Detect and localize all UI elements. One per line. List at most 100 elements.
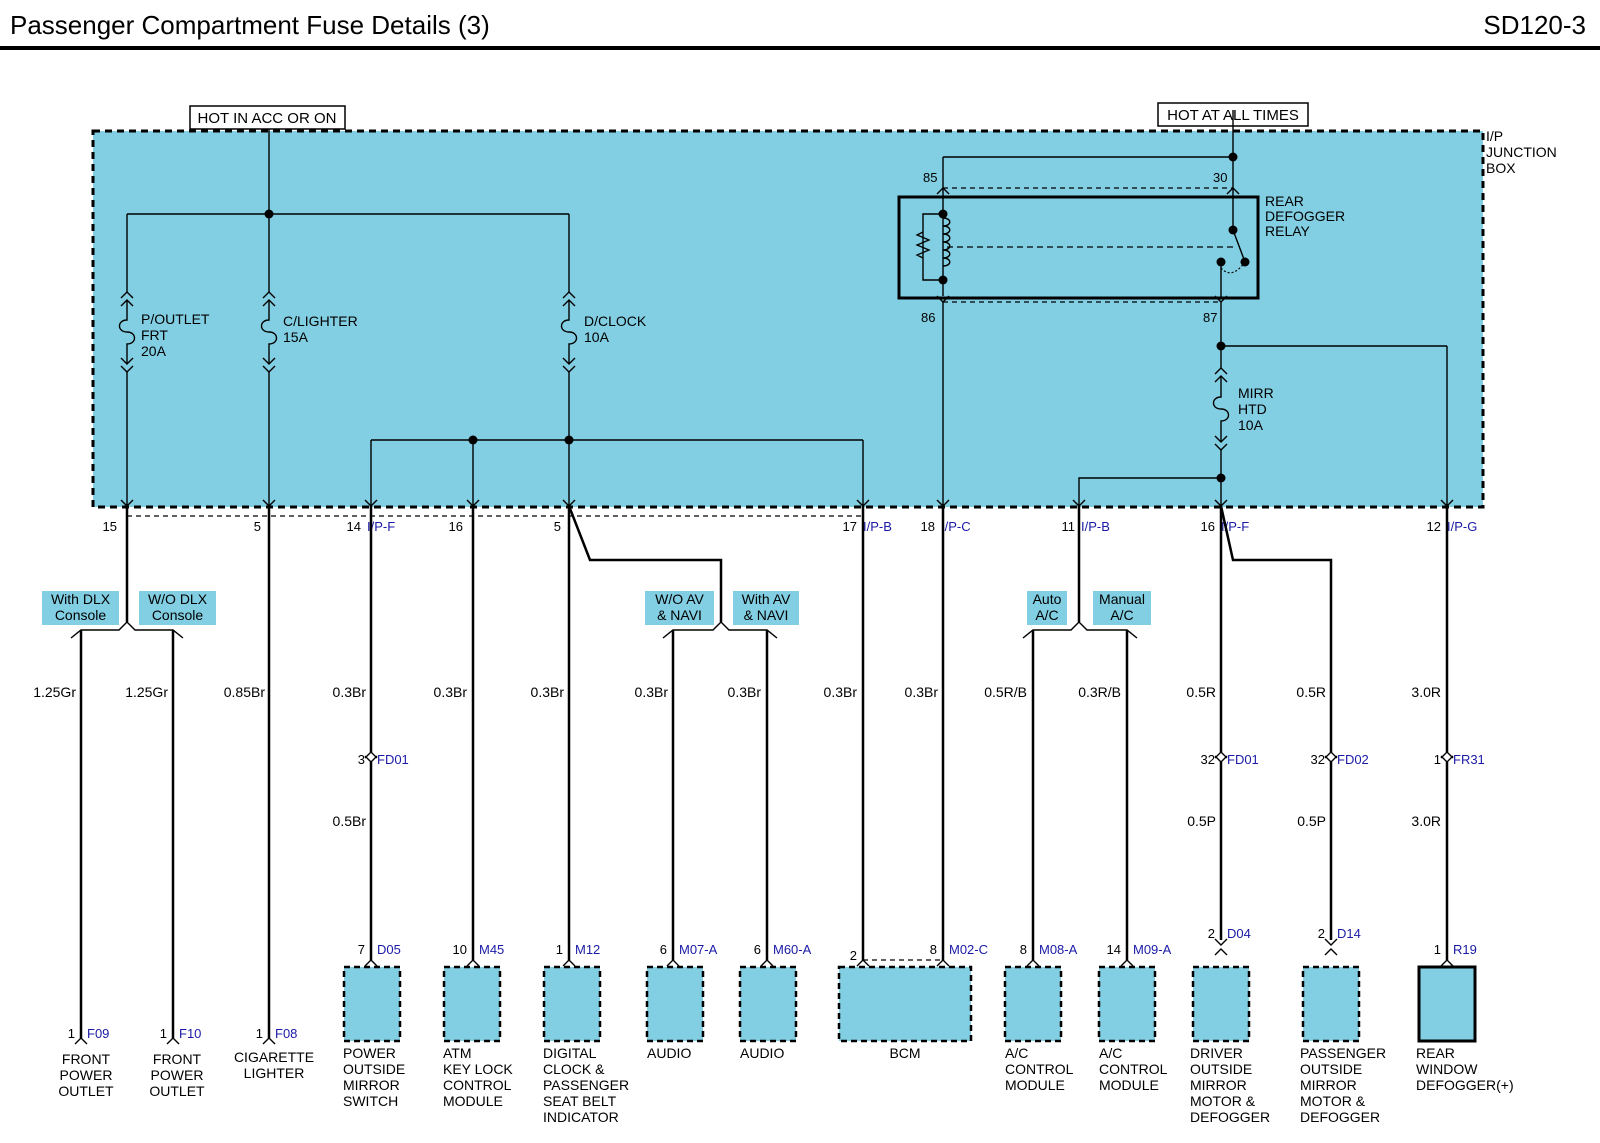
component-terminal [1026, 959, 1040, 967]
inline-pin-number: 1 [1434, 752, 1441, 767]
option-label: & NAVI [657, 607, 702, 623]
connector-id: I/P-G [1447, 519, 1477, 534]
component-connector-id: M12 [575, 942, 600, 957]
wire-size: 1.25Gr [33, 684, 76, 700]
component-name: ATM [443, 1045, 472, 1061]
component-connector-id: M45 [479, 942, 504, 957]
wire-size: 0.3Br [905, 684, 939, 700]
component-connector-id: D14 [1337, 926, 1361, 941]
component-terminal [1120, 959, 1134, 967]
component-name: KEY LOCK [443, 1061, 513, 1077]
component-terminal [1324, 948, 1338, 956]
component-connector-id: F10 [179, 1026, 201, 1041]
component-name: CONTROL [443, 1077, 512, 1093]
component-name: MODULE [1005, 1077, 1065, 1093]
component-terminal [74, 1037, 88, 1045]
fuse-label: FRT [141, 327, 168, 343]
connector-pin-number: 5 [554, 519, 561, 534]
component-connector-id: M60-A [773, 942, 812, 957]
connector-terminal [1214, 938, 1228, 946]
component-name: LIGHTER [244, 1065, 305, 1081]
option-label: With AV [742, 591, 791, 607]
relay-switch [1232, 229, 1246, 263]
wire-size: 0.5P [1187, 813, 1216, 829]
wire-size: 0.3Br [531, 684, 565, 700]
connector-pin-number: 15 [103, 519, 117, 534]
component-name: SWITCH [343, 1093, 398, 1109]
option-box [42, 591, 119, 625]
component-connector-id: M07-A [679, 942, 718, 957]
wire-size: 0.85Br [224, 684, 266, 700]
inline-connector [1214, 751, 1228, 759]
component-name: OUTSIDE [1190, 1061, 1252, 1077]
component-name: A/C [1005, 1045, 1028, 1061]
component-pin: 8 [1020, 942, 1027, 957]
component-name: DIGITAL [543, 1045, 597, 1061]
option-label: With DLX [51, 591, 111, 607]
component-name: DEFOGGER [1190, 1109, 1270, 1125]
option-label: Manual [1099, 591, 1145, 607]
connector-pin-number: 16 [1201, 519, 1215, 534]
wire [1078, 477, 1221, 506]
component-pin: 6 [660, 942, 667, 957]
component-name: PASSENGER [1300, 1045, 1386, 1061]
component-connector-id: M08-A [1039, 942, 1078, 957]
inline-connector [1214, 755, 1228, 763]
option-box [733, 591, 799, 625]
relay-resistor [915, 231, 931, 259]
component-connector-id: D05 [377, 942, 401, 957]
connector-id: I/P-C [941, 519, 971, 534]
component-name: OUTLET [149, 1083, 205, 1099]
option-box [1093, 591, 1151, 625]
diagram-code: SD120-3 [1483, 10, 1586, 40]
component-name: MOTOR & [1190, 1093, 1256, 1109]
option-label: Auto [1033, 591, 1062, 607]
option-box [1027, 591, 1067, 625]
component-pin: 2 [1318, 926, 1325, 941]
relay-coil [942, 217, 951, 267]
wire [1219, 505, 1333, 752]
component-name: OUTSIDE [343, 1061, 405, 1077]
component-pin: 7 [358, 942, 365, 957]
component-name: INDICATOR [543, 1109, 619, 1125]
fuse-label: D/CLOCK [584, 313, 647, 329]
component-name: MOTOR & [1300, 1093, 1366, 1109]
fuse-label: P/OUTLET [141, 311, 210, 327]
connector-id: I/P-B [863, 519, 892, 534]
atm-key-lock-module [442, 965, 502, 1043]
hot-acc-label: HOT IN ACC OR ON [198, 110, 337, 127]
audio-unit [645, 965, 705, 1043]
component-terminal [364, 959, 378, 967]
connector-pin-number: 12 [1427, 519, 1441, 534]
component-name: DRIVER [1190, 1045, 1243, 1061]
connector-id: I/P-B [1081, 519, 1110, 534]
option-label: W/O DLX [148, 591, 208, 607]
fuse-label: HTD [1238, 401, 1267, 417]
option-label: A/C [1110, 607, 1133, 623]
fuse-label: MIRR [1238, 385, 1274, 401]
component-name: POWER [343, 1045, 396, 1061]
component-name: CONTROL [1099, 1061, 1168, 1077]
component-name: DEFOGGER [1300, 1109, 1380, 1125]
component-pin: 1 [68, 1026, 75, 1041]
inline-connector [364, 755, 378, 763]
inline-pin-number: 3 [358, 752, 365, 767]
component-terminal [666, 959, 680, 967]
component-name: PASSENGER [543, 1077, 629, 1093]
component-name: SEAT BELT [543, 1093, 617, 1109]
rear-defogger-relay [897, 195, 1260, 300]
inline-pin-number: 32 [1311, 752, 1325, 767]
connector-pin-number: 16 [449, 519, 463, 534]
wire-size: 0.5R/B [984, 684, 1027, 700]
component-name: DEFOGGER(+) [1416, 1077, 1514, 1093]
fuse-label: 10A [584, 329, 610, 345]
component-terminal [262, 1037, 276, 1045]
fuse-label: 10A [1238, 417, 1264, 433]
connector-id: I/P-F [1221, 519, 1249, 534]
inline-connector [1324, 755, 1338, 763]
junction-box-label: BOX [1486, 160, 1516, 176]
component-name: CLOCK & [543, 1061, 605, 1077]
power-outside-mirror-switch [342, 965, 402, 1043]
wire-size: 0.3Br [434, 684, 468, 700]
page-title: Passenger Compartment Fuse Details (3) [10, 10, 490, 40]
